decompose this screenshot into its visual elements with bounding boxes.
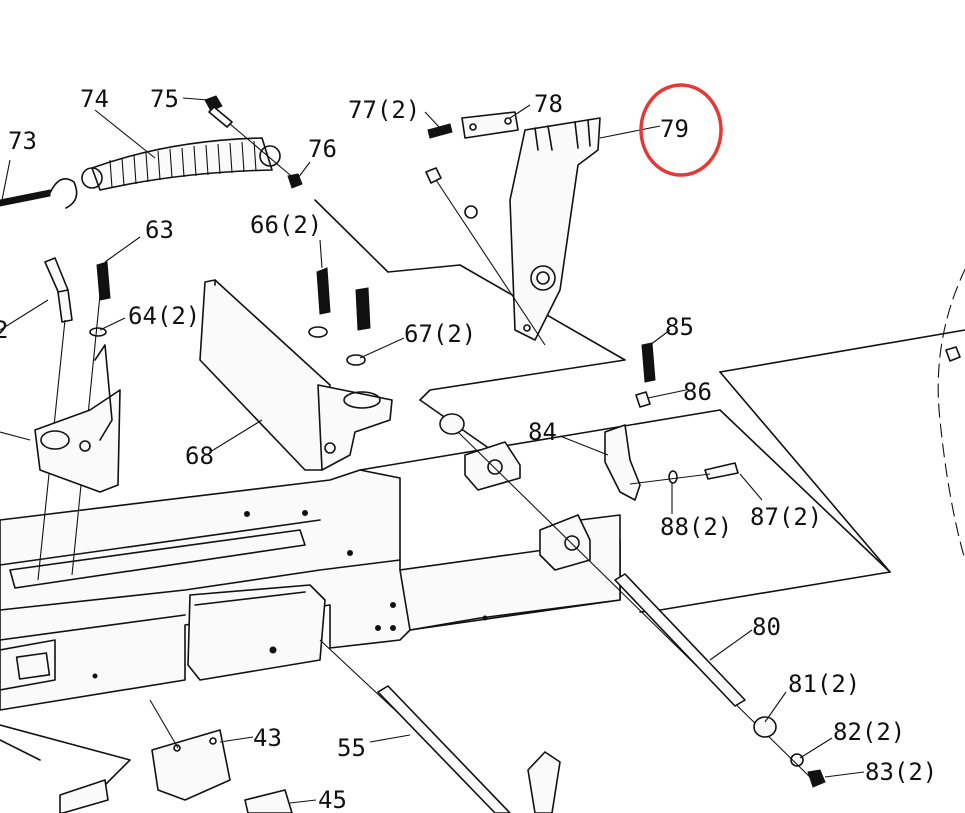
washer-bracket [464, 205, 478, 219]
bolt-85 [641, 342, 656, 383]
label-84: 84 [528, 418, 557, 446]
bracket-79 [509, 117, 601, 341]
screw-66a [316, 267, 331, 315]
label-85: 85 [665, 313, 694, 341]
plate-78 [461, 111, 519, 139]
screw-detail [945, 346, 961, 362]
rod-55 [377, 685, 511, 813]
label-73: 73 [8, 127, 37, 155]
label-80: 80 [752, 613, 781, 641]
label-75: 75 [150, 85, 179, 113]
bushing-81 [753, 716, 777, 738]
frame-hole-3 [347, 550, 353, 556]
fence-68 [199, 279, 393, 471]
nut-86 [635, 391, 651, 408]
washer-64 [89, 327, 107, 337]
frame-hole-2 [302, 510, 308, 516]
label-77: 77(2) [348, 96, 420, 124]
frame-base-lines [0, 724, 131, 801]
handle-bottom-right [527, 751, 561, 813]
plate-78-hole-a [469, 123, 477, 131]
bolt-87 [704, 462, 739, 480]
bolt-75 [204, 95, 233, 128]
washer-67 [346, 354, 366, 366]
frame-base-lines-2 [0, 739, 41, 761]
rail-hole-3 [390, 625, 396, 631]
block-43-hole-2 [209, 737, 217, 745]
bracket-84 [604, 424, 641, 501]
highlight-circle [639, 83, 723, 177]
label-78: 78 [534, 90, 563, 118]
block-43 [151, 729, 231, 801]
label-82: 82(2) [833, 718, 905, 746]
label-83: 83(2) [865, 758, 937, 786]
nut-83 [807, 769, 826, 788]
bolt-axis [629, 473, 711, 485]
label-76: 76 [308, 135, 337, 163]
bracket-axis [435, 179, 546, 346]
label-45: 45 [318, 786, 347, 813]
label-81: 81(2) [788, 670, 860, 698]
label-2: 2 [0, 316, 8, 344]
frame-top-edge [0, 519, 321, 566]
frame-hole-1 [244, 511, 250, 517]
washer-66a [308, 326, 328, 338]
screw-63 [96, 261, 111, 301]
front-block [187, 584, 326, 681]
frame-slot [9, 529, 306, 589]
frame-cutout [0, 639, 56, 691]
frame-side [0, 559, 401, 611]
leader-lines [0, 97, 865, 804]
frame-window [15, 652, 51, 680]
plate-78-hole-b [504, 117, 512, 125]
hook-rod-73 [0, 178, 78, 209]
label-67: 67(2) [404, 320, 476, 348]
frame-lower-edge [0, 614, 186, 641]
shaft-80 [614, 573, 746, 707]
label-55: 55 [337, 734, 366, 762]
spring-74 [81, 137, 281, 191]
bracket-plate-outline [314, 199, 626, 471]
nut-bracket [425, 167, 442, 184]
spring-axis [229, 123, 297, 181]
upper-plate-outline-2 [719, 371, 891, 573]
label-66: 66(2) [250, 211, 322, 239]
part-45 [244, 789, 293, 813]
rail-hole-1 [390, 602, 396, 608]
screw-77 [427, 123, 453, 139]
label-86: 86 [683, 378, 712, 406]
pillow-block-1-hole [487, 459, 503, 475]
front-block-top [194, 591, 306, 606]
label-43: 43 [253, 724, 282, 752]
bar-left-bottom [59, 779, 109, 813]
pillow-block-2-hole [564, 535, 580, 551]
front-block-hole [269, 646, 277, 654]
label-88: 88(2) [660, 513, 732, 541]
washer-88 [668, 470, 678, 484]
block-43-axis [149, 699, 179, 749]
label-87: 87(2) [750, 503, 822, 531]
label-79: 79 [660, 115, 689, 143]
lever-post-assembly [34, 257, 121, 581]
label-68: 68 [185, 442, 214, 470]
rail-hole-2 [375, 625, 381, 631]
rail-hole-4 [482, 615, 488, 621]
label-74: 74 [80, 85, 109, 113]
screw-66b [355, 287, 371, 331]
washer-82 [790, 753, 804, 767]
bushing-left [439, 413, 465, 435]
upper-plate-outline [719, 329, 965, 373]
label-64: 64(2) [128, 302, 200, 330]
block-43-hole [173, 744, 181, 752]
frame-hole-4 [92, 673, 98, 679]
detail-circle-arc [937, 268, 965, 561]
label-63: 63 [145, 216, 174, 244]
